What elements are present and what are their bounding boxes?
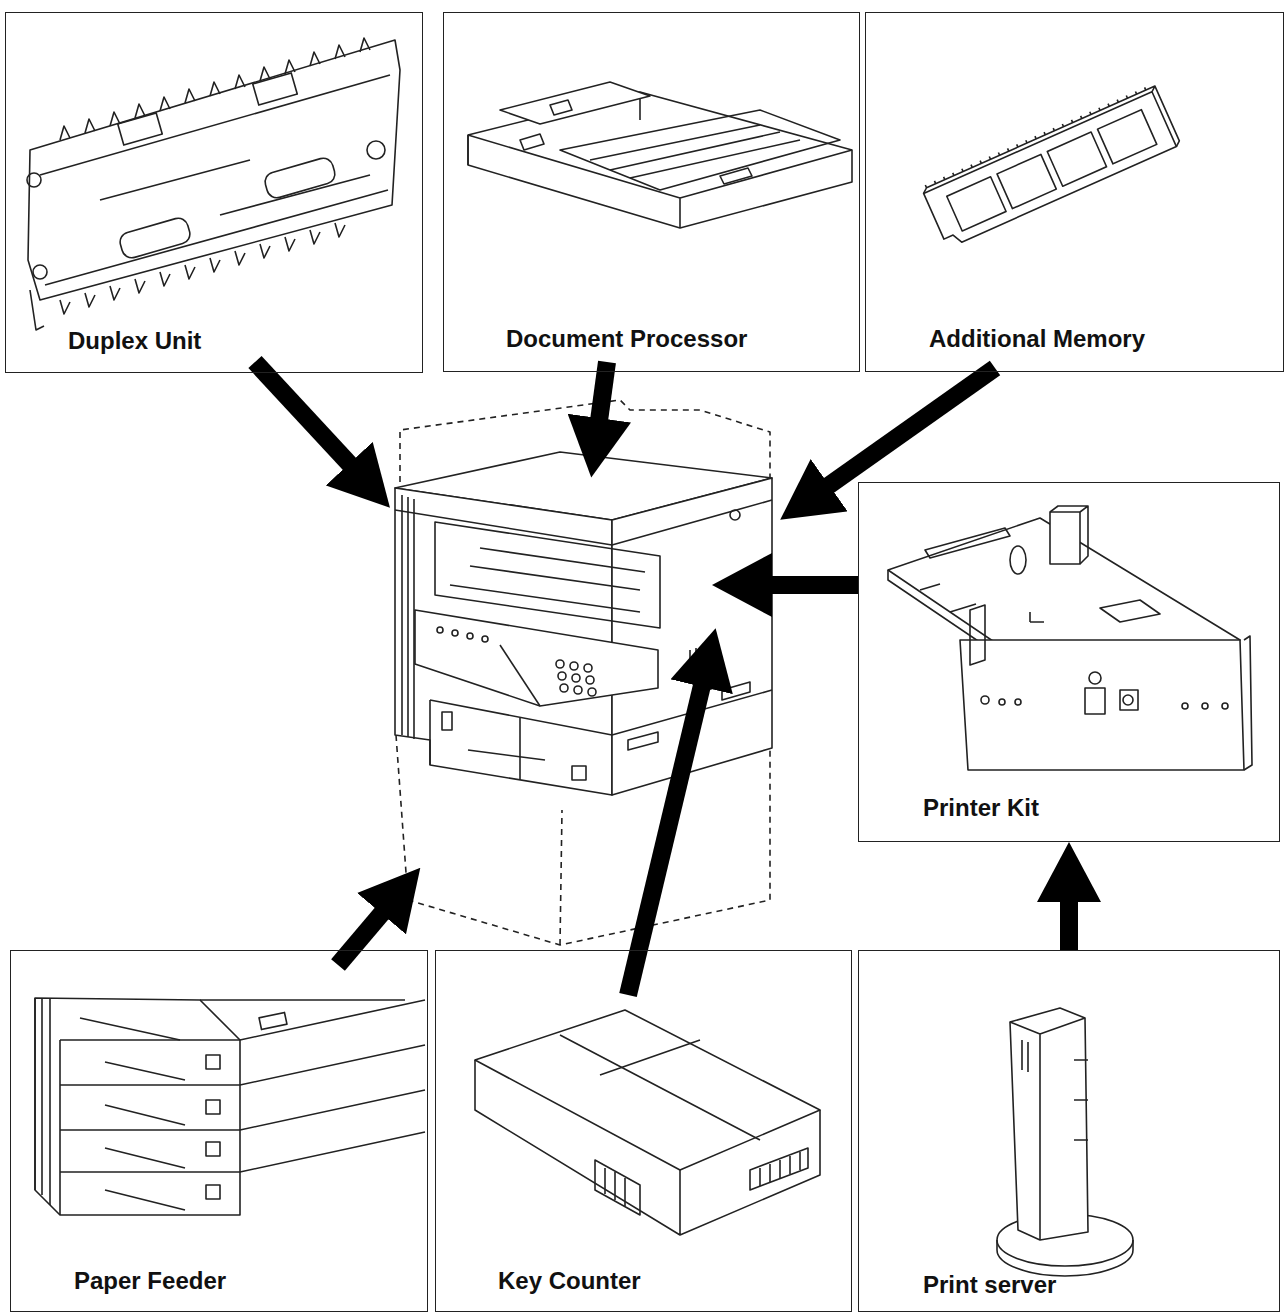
option-label: Key Counter bbox=[498, 1267, 641, 1295]
option-box: Key Counter bbox=[435, 950, 852, 1312]
copier-illustration bbox=[395, 400, 772, 945]
option-box: Document Processor bbox=[443, 12, 860, 372]
option-label: Duplex Unit bbox=[68, 327, 201, 355]
fit-arrow bbox=[762, 576, 858, 594]
option-box: Duplex Unit bbox=[5, 12, 423, 373]
option-box: Print server bbox=[858, 950, 1280, 1312]
paper-feeder-illustration bbox=[35, 998, 425, 1215]
option-box: Additional Memory bbox=[865, 12, 1284, 372]
connector-arrow bbox=[1060, 892, 1078, 950]
option-box: Printer Kit bbox=[858, 482, 1280, 842]
memory-module-illustration bbox=[921, 83, 1181, 248]
fit-arrow bbox=[338, 906, 388, 965]
document-processor-illustration bbox=[468, 82, 852, 228]
option-label: Document Processor bbox=[506, 325, 747, 353]
duplex-unit-illustration bbox=[27, 38, 400, 330]
option-box: Paper Feeder bbox=[10, 950, 428, 1312]
option-label: Print server bbox=[923, 1271, 1056, 1299]
option-arrows bbox=[255, 362, 995, 995]
printer-kit-illustration bbox=[888, 506, 1252, 770]
option-label: Printer Kit bbox=[923, 794, 1039, 822]
option-label: Additional Memory bbox=[929, 325, 1145, 353]
option-label: Paper Feeder bbox=[74, 1267, 226, 1295]
fit-arrow bbox=[628, 677, 704, 995]
fit-arrow bbox=[255, 362, 356, 471]
fit-arrow bbox=[821, 368, 995, 491]
key-counter-illustration bbox=[475, 1010, 820, 1235]
print-server-illustration bbox=[997, 1008, 1133, 1276]
